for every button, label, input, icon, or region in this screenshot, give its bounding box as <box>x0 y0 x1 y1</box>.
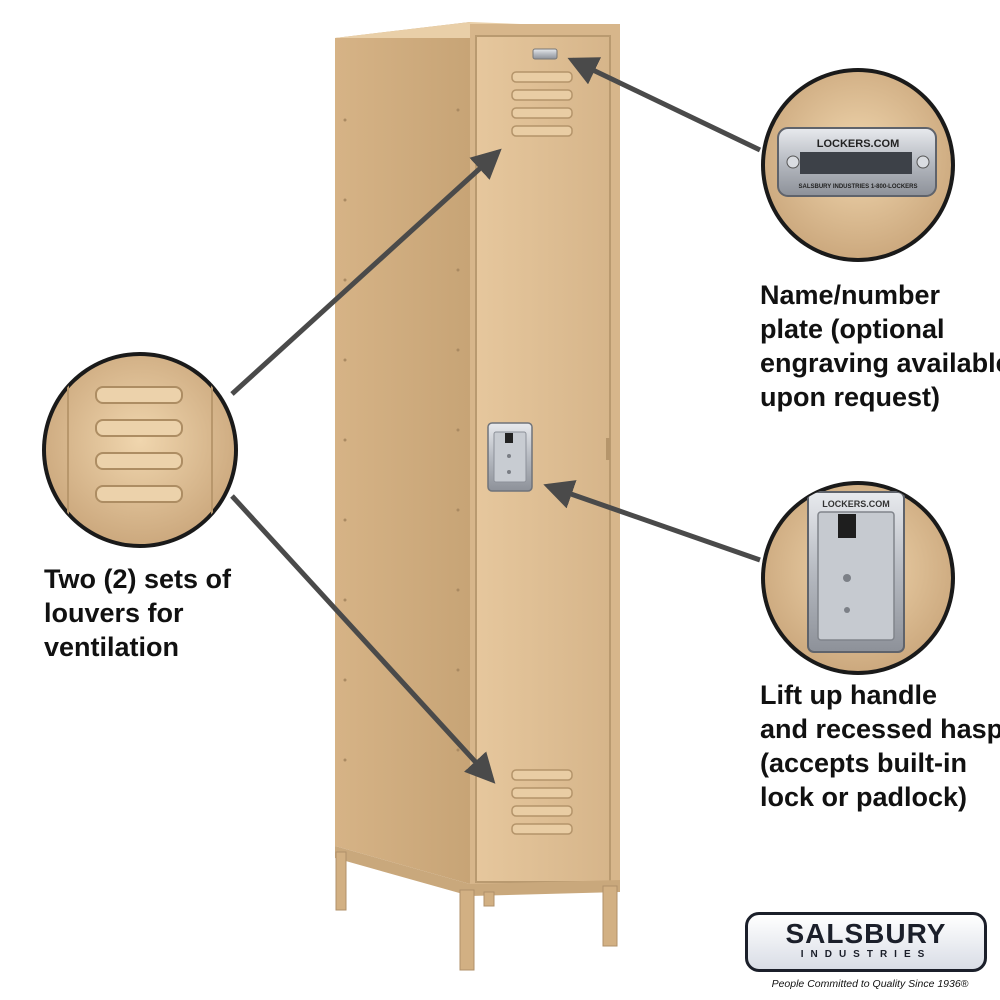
nameplate-caption: Name/number plate (optional engraving av… <box>760 280 1000 412</box>
arrow-to-top-louvers <box>230 148 502 396</box>
locker <box>335 22 620 971</box>
louvers-caption: Two (2) sets of louvers for ventilation <box>44 564 232 662</box>
locker-base <box>335 846 620 896</box>
salsbury-logo: SALSBURY INDUSTRIES <box>745 912 987 972</box>
louver-callout <box>42 352 238 548</box>
nameplate-callout: LOCKERS.COM SALSBURY INDUSTRIES 1-800-LO… <box>761 68 955 262</box>
logo-name: SALSBURY <box>785 918 947 949</box>
nameplate-screw-right-icon <box>916 155 930 169</box>
arrow-to-bottom-louvers <box>230 494 496 784</box>
logo-tagline: People Committed to Quality Since 1936® <box>771 978 969 990</box>
door-hinge <box>606 438 610 460</box>
callout-arrows <box>230 57 762 784</box>
nameplate-screw-left-icon <box>786 155 800 169</box>
nameplate-top-text: LOCKERS.COM <box>817 138 900 150</box>
top-louvers <box>511 71 573 137</box>
locker-side-panel <box>335 22 470 884</box>
handle-callout: LOCKERS.COM <box>761 481 955 675</box>
door-handle <box>487 422 533 492</box>
louver-closeup-slat <box>95 386 183 404</box>
bottom-louvers <box>511 769 573 835</box>
handle-caption: Lift up handle and recessed hasp (accept… <box>760 680 1000 812</box>
arrow-to-handle <box>543 480 761 563</box>
nameplate-bottom-text: SALSBURY INDUSTRIES 1-800-LOCKERS <box>798 184 917 190</box>
locker-legs <box>335 851 618 971</box>
louver-closeup-slat <box>95 452 183 470</box>
arrow-to-nameplate <box>567 57 762 153</box>
louver-closeup-slat <box>95 419 183 437</box>
logo-subtitle: INDUSTRIES <box>800 949 932 960</box>
door-nameplate <box>532 48 558 60</box>
side-rivets <box>343 108 460 762</box>
louver-closeup-slat <box>95 485 183 503</box>
handle-plate-text: LOCKERS.COM <box>822 499 890 509</box>
